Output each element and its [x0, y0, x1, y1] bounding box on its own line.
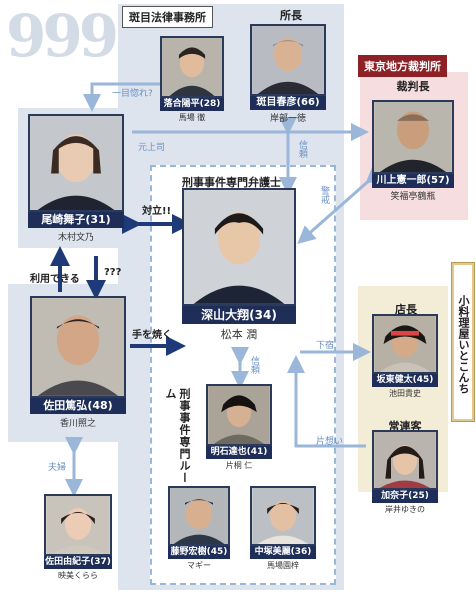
actor-fujino: マギー	[187, 561, 211, 570]
actor-kawakami: 笑福亭鶴瓶	[390, 192, 436, 202]
photo-akashi	[206, 384, 272, 446]
photo-fujino	[168, 486, 230, 546]
age-akashi: (41)	[246, 447, 268, 457]
age-sakamoto: (45)	[412, 375, 434, 385]
photo-ozaki	[28, 114, 124, 212]
name-ochiai: 落合陽平	[163, 99, 200, 109]
age-kawakami: (57)	[426, 175, 450, 186]
card-akashi[interactable]: 明石達也(41) 片桐 仁	[206, 384, 272, 476]
actor-akashi: 片桐 仁	[225, 461, 253, 470]
arrow-keikai	[297, 165, 385, 244]
card-yukiko[interactable]: 佐田由紀子(37) 映美くらら	[44, 494, 112, 586]
photo-miyama	[182, 188, 296, 306]
age-madarame: (66)	[296, 97, 320, 108]
namebar-ochiai: 落合陽平(28)	[160, 98, 224, 111]
criminal-lawyers-label: 刑事事件専門弁護士	[182, 176, 281, 189]
age-nakatsuka: (36)	[290, 547, 312, 557]
namebar-kawakami: 川上憲一郎(57)	[372, 174, 454, 188]
namebar-sada: 佐田篤弘(48)	[30, 398, 126, 414]
tenchou-label: 店長	[395, 303, 417, 316]
rel-fuufu: 夫婦	[48, 463, 67, 473]
photo-kanako	[372, 430, 438, 490]
tokyo-court-label: 東京地方裁判所	[358, 55, 447, 77]
izakaya-label-text: 小料理屋いとこんち	[454, 265, 472, 419]
namebar-fujino: 藤野宏樹(45)	[168, 546, 230, 559]
rel-hitomebore: 一目惚れ?	[112, 89, 153, 99]
photo-ochiai	[160, 36, 224, 98]
photo-nakatsuka	[250, 486, 316, 546]
card-kawakami[interactable]: 川上憲一郎(57) 笑福亭鶴瓶	[372, 100, 454, 210]
actor-ochiai: 馬場 徹	[178, 113, 206, 122]
actor-miyama: 松本 潤	[220, 328, 258, 341]
arrow-kataomoi	[287, 355, 366, 448]
name-yukiko: 佐田由紀子	[45, 557, 91, 567]
rel-tairitsu: 対立!!	[142, 206, 172, 217]
photo-sada	[30, 296, 126, 398]
namebar-sakamoto: 坂東健太(45)	[372, 374, 438, 387]
card-fujino[interactable]: 藤野宏樹(45) マギー	[168, 486, 230, 576]
card-sakamoto[interactable]: 坂東健太(45) 池田貴史	[372, 314, 438, 406]
age-ozaki: (31)	[85, 213, 111, 226]
criminal-room-label: 刑事事件専門ルーム	[164, 388, 191, 484]
actor-kanako: 岸井ゆきの	[385, 505, 425, 514]
card-madarame[interactable]: 斑目春彦(66) 岸部一徳	[250, 24, 326, 126]
actor-madarame: 岸部一徳	[269, 114, 306, 124]
age-ochiai: (28)	[199, 99, 221, 109]
arrow-hitomebore	[83, 82, 160, 112]
actor-ozaki: 木村文乃	[57, 233, 94, 243]
name-akashi: 明石達也	[210, 447, 247, 457]
card-kanako[interactable]: 加奈子(25) 岸井ゆきの	[372, 430, 438, 522]
rel-shinrai2: 信頼	[249, 356, 259, 374]
namebar-ozaki: 尾崎舞子(31)	[28, 212, 124, 228]
card-miyama[interactable]: 深山大翔(34) 松本 潤	[182, 188, 296, 346]
age-kanako: (25)	[408, 491, 429, 501]
actor-yukiko: 映美くらら	[58, 571, 98, 580]
actor-sakamoto: 池田貴史	[389, 389, 421, 398]
namebar-madarame: 斑目春彦(66)	[250, 96, 326, 110]
rel-question: ???	[104, 267, 122, 278]
photo-kawakami	[372, 100, 454, 174]
name-ozaki: 尾崎舞子	[41, 213, 86, 226]
age-yukiko: (37)	[90, 557, 111, 567]
actor-sada: 香川照之	[59, 419, 96, 429]
name-sada: 佐田篤弘	[43, 399, 88, 412]
rel-keikai: 警戒	[319, 186, 329, 204]
jouren-label: 常連客	[388, 420, 422, 433]
madarame-firm-label: 斑目法律事務所	[122, 6, 213, 28]
rel-tewoyaku: 手を焼く	[132, 330, 172, 341]
photo-sakamoto	[372, 314, 438, 374]
namebar-akashi: 明石達也(41)	[206, 446, 272, 459]
namebar-miyama: 深山大翔(34)	[182, 306, 296, 324]
saibanchou-label: 裁判長	[396, 80, 430, 93]
name-nakatsuka: 中塚美麗	[254, 547, 291, 557]
age-sada: (48)	[87, 399, 113, 412]
age-miyama: (34)	[249, 308, 277, 322]
card-sada[interactable]: 佐田篤弘(48) 香川照之	[30, 296, 126, 432]
rel-motojoushi: 元上司	[138, 143, 166, 153]
actor-nakatsuka: 馬場園梓	[267, 561, 299, 570]
rel-shinrai1: 信頼	[297, 140, 307, 158]
rel-geshuku: 下宿	[316, 341, 335, 351]
izakaya-label: 小料理屋いとこんち	[451, 262, 475, 422]
card-ochiai[interactable]: 落合陽平(28) 馬場 徹	[160, 36, 224, 126]
rel-kataomoi: 片想い	[316, 437, 344, 447]
logo-999: 999	[6, 2, 119, 70]
name-sakamoto: 坂東健太	[376, 375, 413, 385]
photo-madarame	[250, 24, 326, 96]
card-nakatsuka[interactable]: 中塚美麗(36) 馬場園梓	[250, 486, 316, 576]
name-miyama: 深山大翔	[201, 308, 250, 322]
card-ozaki[interactable]: 尾崎舞子(31) 木村文乃	[28, 114, 124, 244]
rel-riyou: 利用できる	[30, 274, 80, 285]
age-fujino: (45)	[206, 547, 228, 557]
namebar-nakatsuka: 中塚美麗(36)	[250, 546, 316, 559]
name-madarame: 斑目春彦	[256, 97, 297, 108]
name-kawakami: 川上憲一郎	[376, 175, 427, 186]
shochou-label: 所長	[280, 9, 302, 22]
name-kanako: 加奈子	[381, 491, 409, 501]
photo-yukiko	[44, 494, 112, 556]
name-fujino: 藤野宏樹	[170, 547, 207, 557]
namebar-yukiko: 佐田由紀子(37)	[44, 556, 112, 569]
namebar-kanako: 加奈子(25)	[372, 490, 438, 503]
